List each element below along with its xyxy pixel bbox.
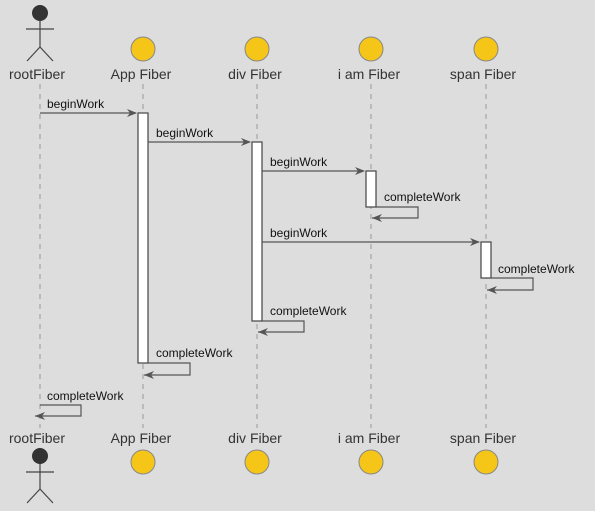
participant-label-root-top: rootFiber bbox=[9, 66, 65, 82]
participant-label-div-bottom: div Fiber bbox=[228, 430, 282, 446]
message-complete-app: completeWork bbox=[144, 346, 233, 379]
participant-label-span-bottom: span Fiber bbox=[450, 430, 516, 446]
message-label: beginWork bbox=[156, 126, 214, 140]
entity-icon-span-top bbox=[473, 36, 499, 62]
message-complete-root: completeWork bbox=[35, 389, 124, 420]
entity-icon-iam-bottom bbox=[358, 449, 384, 475]
activation-span bbox=[480, 241, 492, 279]
message-label: completeWork bbox=[156, 346, 233, 360]
message-label: beginWork bbox=[270, 155, 328, 169]
message-begin-root-app: beginWork bbox=[40, 97, 137, 117]
message-label: beginWork bbox=[270, 226, 328, 240]
entity-icon-app-bottom bbox=[130, 449, 156, 475]
entity-icon-app-top bbox=[130, 36, 156, 62]
message-begin-div-span: beginWork bbox=[262, 226, 480, 246]
message-begin-app-div: beginWork bbox=[148, 126, 251, 146]
message-label: completeWork bbox=[270, 304, 347, 318]
activation-iam bbox=[365, 170, 377, 208]
activation-app bbox=[137, 112, 149, 364]
participant-label-app-bottom: App Fiber bbox=[111, 430, 172, 446]
entity-icon-div-top bbox=[244, 36, 270, 62]
participant-label-span-top: span Fiber bbox=[450, 66, 516, 82]
message-complete-iam: completeWork bbox=[372, 190, 461, 222]
entity-icon-iam-top bbox=[358, 36, 384, 62]
actor-root-top bbox=[26, 5, 54, 62]
message-label: completeWork bbox=[384, 190, 461, 204]
participant-label-iam-bottom: i am Fiber bbox=[338, 430, 401, 446]
message-complete-span: completeWork bbox=[487, 262, 575, 294]
entity-icon-span-bottom bbox=[473, 449, 499, 475]
message-complete-div: completeWork bbox=[258, 304, 347, 336]
message-label: completeWork bbox=[47, 389, 124, 403]
participant-label-app-top: App Fiber bbox=[111, 66, 172, 82]
message-begin-div-iam: beginWork bbox=[262, 155, 365, 175]
entity-icon-div-bottom bbox=[244, 449, 270, 475]
participant-label-iam-top: i am Fiber bbox=[338, 66, 401, 82]
actor-root-bottom bbox=[26, 448, 54, 504]
participant-label-root-bottom: rootFiber bbox=[9, 430, 65, 446]
activation-div bbox=[251, 141, 263, 322]
participant-label-div-top: div Fiber bbox=[228, 66, 282, 82]
message-label: beginWork bbox=[47, 97, 105, 111]
message-label: completeWork bbox=[498, 262, 575, 276]
